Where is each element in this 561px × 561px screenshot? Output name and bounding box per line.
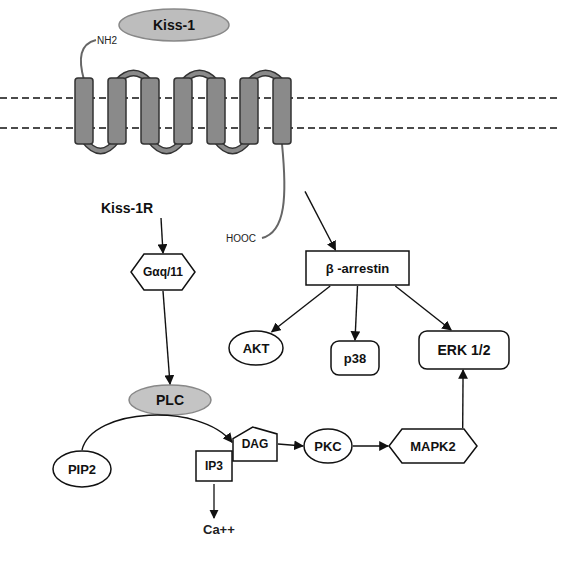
enzyme-ellipse-shape	[129, 385, 211, 415]
kinase-ellipse: AKT	[228, 330, 284, 366]
terminus-label: HOOC	[226, 233, 256, 244]
node-text: Gαq/11	[143, 265, 183, 279]
node-text: IP3	[205, 459, 223, 473]
transmembrane-helix	[141, 78, 159, 144]
transmembrane-helix	[207, 78, 225, 144]
node-text: PKC	[314, 439, 341, 454]
node-text: MAPK2	[410, 439, 456, 454]
node-text: PLC	[156, 392, 184, 408]
messenger-pentagon: DAG	[232, 426, 278, 462]
node-text: ERK 1/2	[438, 342, 491, 358]
pathway-arrow	[163, 291, 170, 384]
pathway-arrow	[462, 370, 464, 428]
pathway-arrow	[272, 286, 331, 332]
kinase-box-shape	[331, 341, 379, 375]
kinase-ellipse: PKC	[303, 428, 353, 464]
node-text: β -arrestin	[326, 261, 390, 276]
messenger-box: IP3	[195, 450, 233, 482]
substrate-ellipse-shape	[53, 451, 111, 487]
kinase-hexagon: MAPK2	[388, 428, 478, 464]
receptor-node: Kiss-1R	[65, 70, 305, 218]
ligand-ellipse-shape	[119, 9, 229, 41]
messenger-pentagon-shape	[233, 427, 277, 461]
ligand-ellipse: Kiss-1	[118, 8, 230, 42]
n-terminus-tail	[81, 40, 96, 80]
transmembrane-helix	[273, 78, 291, 144]
calcium-arrow	[213, 484, 214, 518]
arrestin-box: β -arrestin	[305, 250, 410, 286]
substrate-ellipse: PIP2	[52, 450, 112, 488]
node-text: AKT	[243, 341, 270, 356]
kinase-box: p38	[330, 340, 380, 376]
node-text: Kiss-1	[153, 17, 195, 33]
g-protein-hexagon: Gαq/11	[130, 253, 196, 291]
node-text: PIP2	[68, 462, 96, 477]
c-terminus-tail	[262, 144, 284, 238]
g-protein-hexagon-shape	[131, 254, 195, 290]
pathway-arrow	[82, 415, 232, 450]
receptor-outline	[65, 70, 305, 218]
pathway-arrow	[355, 286, 358, 340]
pathway-arrow	[305, 191, 335, 250]
ion-label: Ca++	[203, 522, 235, 537]
pathway-arrow	[395, 286, 451, 330]
enzyme-ellipse: PLC	[128, 384, 212, 416]
transmembrane-helix	[240, 78, 258, 144]
pathway-arrow	[161, 218, 163, 253]
kinase-ellipse-shape	[229, 331, 283, 365]
transmembrane-helix	[75, 78, 93, 144]
node-text: Kiss-1R	[101, 200, 153, 216]
node-text: DAG	[242, 437, 269, 451]
arrestin-box-shape	[306, 251, 409, 285]
pathway-arrow	[278, 444, 303, 446]
node-text: p38	[344, 351, 366, 366]
kinase-box: ERK 1/2	[418, 330, 510, 370]
kinase-hexagon-shape	[389, 429, 477, 463]
pathway-arrow	[353, 445, 388, 446]
transmembrane-helix	[174, 78, 192, 144]
kinase-ellipse-shape	[304, 429, 352, 463]
messenger-box-shape	[196, 451, 232, 481]
transmembrane-helix	[108, 78, 126, 144]
terminus-label: NH2	[97, 35, 117, 46]
kinase-box-shape	[419, 331, 509, 369]
